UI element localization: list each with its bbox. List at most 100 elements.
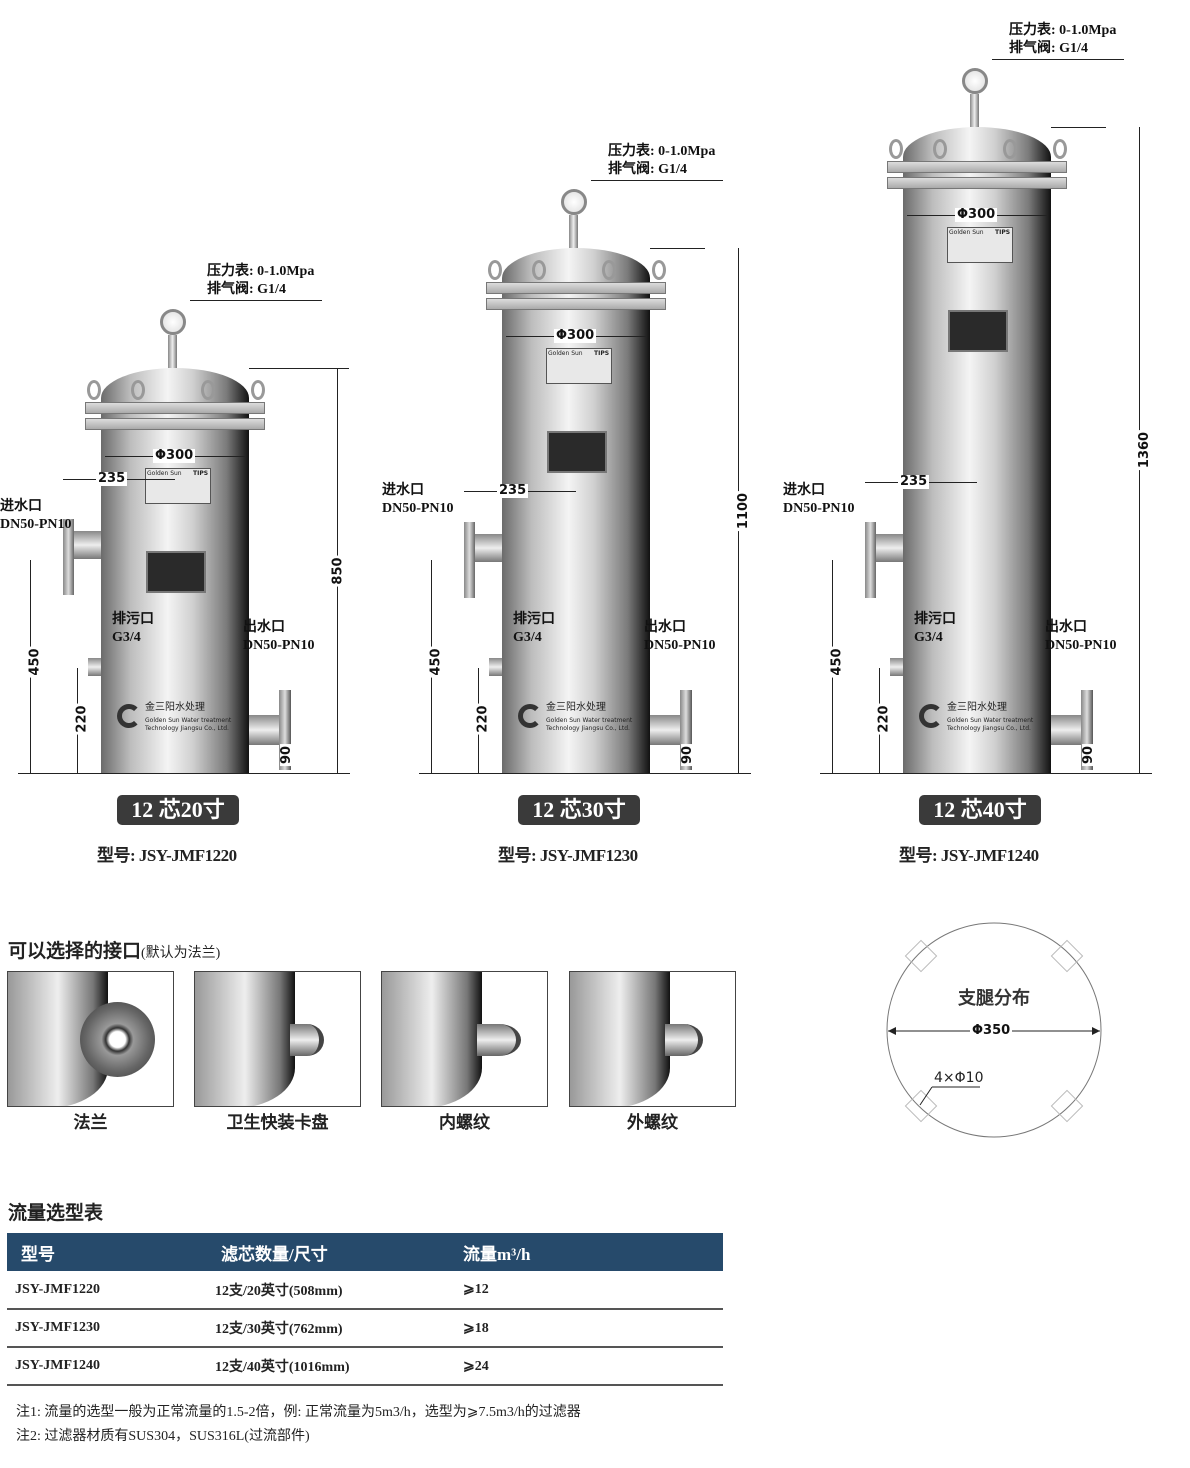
outlet-height-label: 90 bbox=[1081, 743, 1097, 767]
leg-pad-icons bbox=[904, 939, 1084, 1123]
vessel-wall bbox=[570, 972, 670, 1106]
leg-distribution-diagram bbox=[886, 922, 1102, 1138]
table-cell: ⩾18 bbox=[449, 1309, 723, 1348]
plate-brand: Golden Sun bbox=[147, 470, 182, 477]
interface-option-label: 法兰 bbox=[73, 1113, 108, 1132]
plate-tips: TIPS bbox=[995, 229, 1011, 236]
inlet-flange bbox=[63, 519, 74, 595]
overall-height-label: 850 bbox=[330, 554, 346, 587]
inlet-spec: DN50-PN10 bbox=[783, 501, 855, 516]
inlet-spec: DN50-PN10 bbox=[382, 501, 454, 516]
lifting-eye-icon bbox=[889, 139, 903, 159]
outlet-height-label: 90 bbox=[680, 743, 696, 767]
model-number: 型号: JSY-JMF1220 bbox=[97, 846, 237, 865]
overall-height-label: 1100 bbox=[736, 490, 752, 531]
lifting-eye-icon bbox=[87, 380, 101, 400]
legs-title: 支腿分布 bbox=[958, 988, 1030, 1008]
leader-line bbox=[992, 59, 1124, 60]
outlet-label: 出水口 bbox=[243, 620, 285, 635]
outlet-label: 出水口 bbox=[1045, 620, 1087, 635]
pressure-gauge-icon bbox=[160, 309, 186, 335]
outlet-pipe bbox=[249, 715, 281, 745]
inlet-pipe bbox=[474, 534, 502, 562]
drain-height-label: 220 bbox=[74, 703, 90, 735]
interfaces-section: 可以选择的接口(默认为法兰) bbox=[8, 936, 220, 963]
vent-label: 排气阀: G1/4 bbox=[608, 162, 687, 177]
leader-line bbox=[190, 300, 322, 301]
tips-plate bbox=[145, 468, 211, 504]
vessel-wall bbox=[382, 972, 482, 1106]
top-line bbox=[1051, 127, 1106, 128]
gauge-label: 压力表: 0-1.0Mpa bbox=[1009, 23, 1117, 38]
outlet-spec: DN50-PN10 bbox=[644, 638, 716, 653]
outlet-label: 出水口 bbox=[644, 620, 686, 635]
top-line bbox=[650, 248, 705, 249]
fitting-icon bbox=[665, 1024, 703, 1056]
diameter-label: Φ300 bbox=[955, 207, 998, 222]
interface-option-label: 内螺纹 bbox=[439, 1113, 490, 1132]
outlet-height-label: 90 bbox=[279, 743, 295, 767]
note-2: 注2: 过滤器材质有SUS304，SUS316L(过流部件) bbox=[16, 1429, 310, 1444]
tips-plate bbox=[546, 348, 612, 384]
base-line bbox=[18, 773, 350, 774]
interface-option-image bbox=[194, 971, 361, 1107]
pressure-gauge-icon bbox=[962, 68, 988, 94]
note-1: 注1: 流量的选型一般为正常流量的1.5-2倍，例: 正常流量为5m3/h，选型… bbox=[16, 1405, 581, 1420]
clamp-band bbox=[887, 161, 1067, 173]
table-cell: 12支/20英寸(508mm) bbox=[207, 1271, 449, 1310]
clamp-band bbox=[85, 402, 265, 414]
table-cell: ⩾12 bbox=[449, 1271, 723, 1310]
lifting-eye-icon bbox=[933, 139, 947, 159]
inlet-offset-label: 235 bbox=[898, 474, 930, 489]
inlet-offset-label: 235 bbox=[497, 483, 529, 498]
drain-spec: G3/4 bbox=[112, 630, 141, 645]
name-plate bbox=[547, 431, 607, 473]
gauge-label: 压力表: 0-1.0Mpa bbox=[207, 264, 315, 279]
vent-label: 排气阀: G1/4 bbox=[1009, 41, 1088, 56]
plate-tips: TIPS bbox=[193, 470, 209, 477]
drain-spec: G3/4 bbox=[513, 630, 542, 645]
clamp-band bbox=[85, 418, 265, 430]
table-cell: 12支/30英寸(762mm) bbox=[207, 1309, 449, 1348]
vessel-wall bbox=[195, 972, 295, 1106]
lifting-eye-icon bbox=[131, 380, 145, 400]
gauge-stem bbox=[970, 94, 979, 127]
lifting-eye-icon bbox=[652, 260, 666, 280]
gauge-stem bbox=[168, 335, 177, 368]
inlet-pipe bbox=[73, 531, 101, 559]
clamp-band bbox=[887, 177, 1067, 189]
plate-brand: Golden Sun bbox=[548, 350, 583, 357]
clamp-band bbox=[486, 282, 666, 294]
company-logo-icon bbox=[117, 704, 141, 728]
interface-option-label: 卫生快装卡盘 bbox=[226, 1113, 329, 1132]
logo-subtext: Golden Sun Water treatment Technology Ji… bbox=[546, 717, 633, 732]
lifting-eye-icon bbox=[1053, 139, 1067, 159]
gauge-stem bbox=[569, 215, 578, 248]
flange-icon bbox=[80, 1002, 155, 1077]
logo-subtext: Golden Sun Water treatment Technology Ji… bbox=[947, 717, 1034, 732]
logo-subtext: Golden Sun Water treatment Technology Ji… bbox=[145, 717, 232, 732]
size-badge: 12 芯40寸 bbox=[919, 795, 1041, 825]
drain-label: 排污口 bbox=[914, 612, 956, 627]
fitting-icon bbox=[477, 1024, 521, 1056]
drain-port bbox=[489, 658, 502, 676]
col-flow: 流量m³/h bbox=[449, 1233, 723, 1271]
inlet-offset-label: 235 bbox=[96, 471, 128, 486]
logo-text: 金三阳水处理 bbox=[145, 702, 205, 713]
vent-label: 排气阀: G1/4 bbox=[207, 282, 286, 297]
tips-plate bbox=[947, 227, 1013, 263]
drain-height-label: 220 bbox=[876, 703, 892, 735]
drain-label: 排污口 bbox=[513, 612, 555, 627]
base-line bbox=[820, 773, 1152, 774]
base-line bbox=[419, 773, 751, 774]
plate-tips: TIPS bbox=[594, 350, 610, 357]
table-cell: ⩾24 bbox=[449, 1347, 723, 1386]
lifting-eye-icon bbox=[602, 260, 616, 280]
legs-holes: 4×Φ10 bbox=[934, 1070, 984, 1086]
lifting-eye-icon bbox=[488, 260, 502, 280]
fitting-icon bbox=[290, 1024, 324, 1056]
gauge-label: 压力表: 0-1.0Mpa bbox=[608, 144, 716, 159]
lifting-eye-icon bbox=[251, 380, 265, 400]
interfaces-title: 可以选择的接口 bbox=[8, 941, 142, 962]
